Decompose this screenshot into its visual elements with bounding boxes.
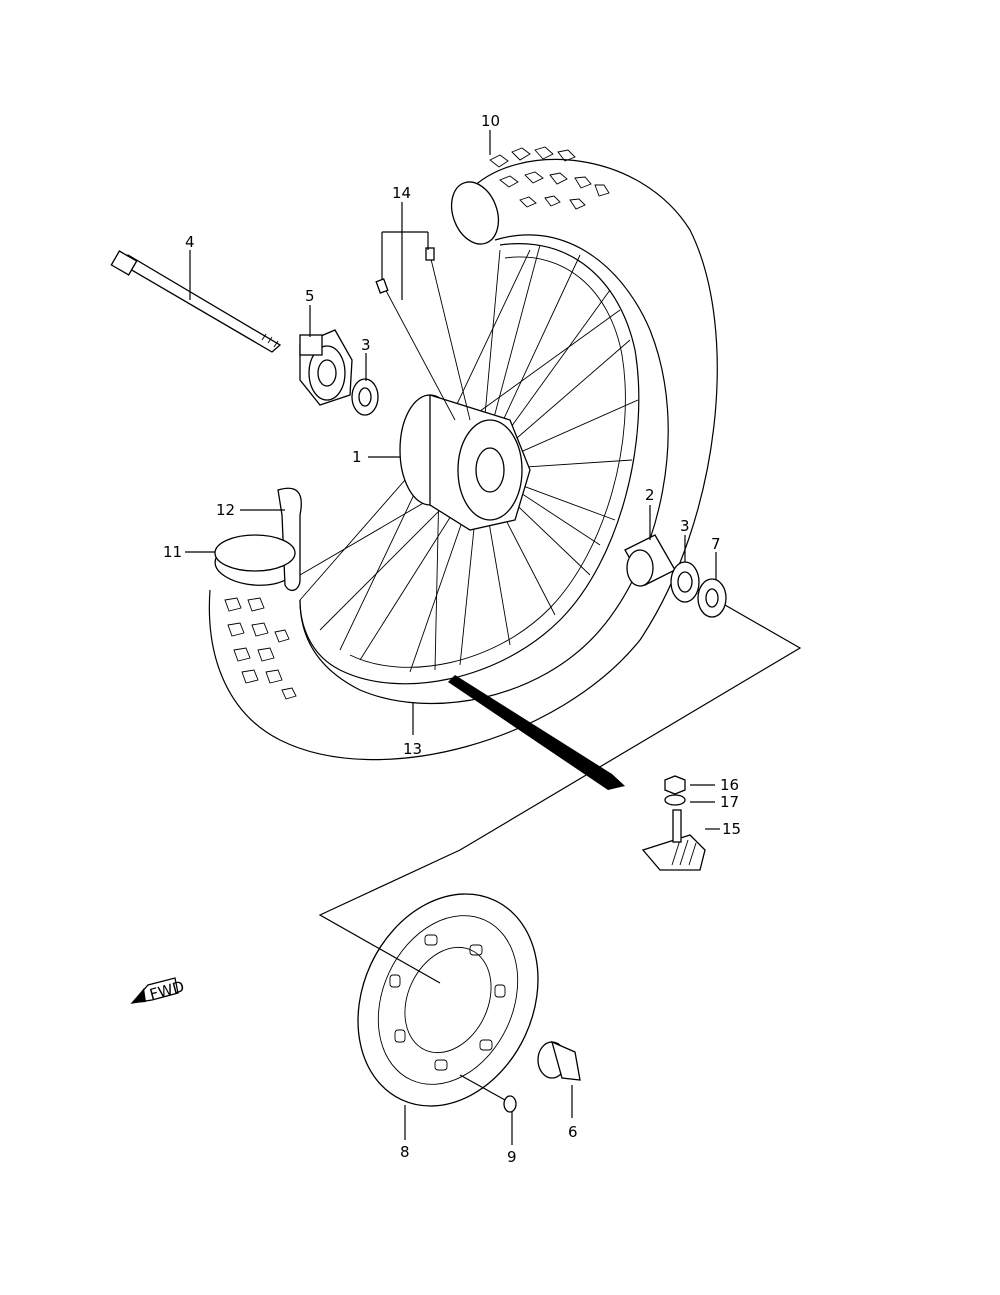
callout-4: 4 [185,233,195,251]
axle [110,250,282,353]
bearing-right [670,561,700,603]
fwd-indicator: FWD [130,977,186,1004]
assembly-arrow [448,675,625,790]
callout-5: 5 [305,287,315,305]
disc-bolt [459,1074,517,1113]
rim-lock-washer [664,794,686,806]
assembly-lines [318,604,802,984]
callout-6: 6 [568,1123,578,1141]
callout-2: 2 [645,486,655,504]
callout-17: 17 [720,793,739,811]
callout-3b: 3 [680,517,690,535]
callout-7: 7 [711,535,721,553]
hub [399,394,531,531]
spacer [624,534,676,587]
speedometer-gearbox [299,329,353,406]
spacer-small [537,1040,581,1081]
brake-disc [357,893,539,1107]
callout-14: 14 [392,184,411,202]
callout-11: 11 [163,543,182,561]
callout-8: 8 [400,1143,410,1161]
rim-lock-nut [664,775,686,795]
callout-1: 1 [352,448,362,466]
rim [299,243,640,685]
callout-13: 13 [403,740,422,758]
leader-lines [185,130,720,1145]
rim-lock [641,809,706,871]
rim-band [277,487,302,592]
fwd-text: FWD [148,977,186,1003]
bearing-left [351,378,379,416]
oil-seal [697,578,727,618]
callout-3a: 3 [361,336,371,354]
callout-9: 9 [507,1148,517,1166]
tube [214,534,296,572]
callout-10: 10 [481,112,500,130]
callout-15: 15 [722,820,741,838]
spoke-and-nipple [375,247,471,421]
callout-12: 12 [216,501,235,519]
callout-16: 16 [720,776,739,794]
